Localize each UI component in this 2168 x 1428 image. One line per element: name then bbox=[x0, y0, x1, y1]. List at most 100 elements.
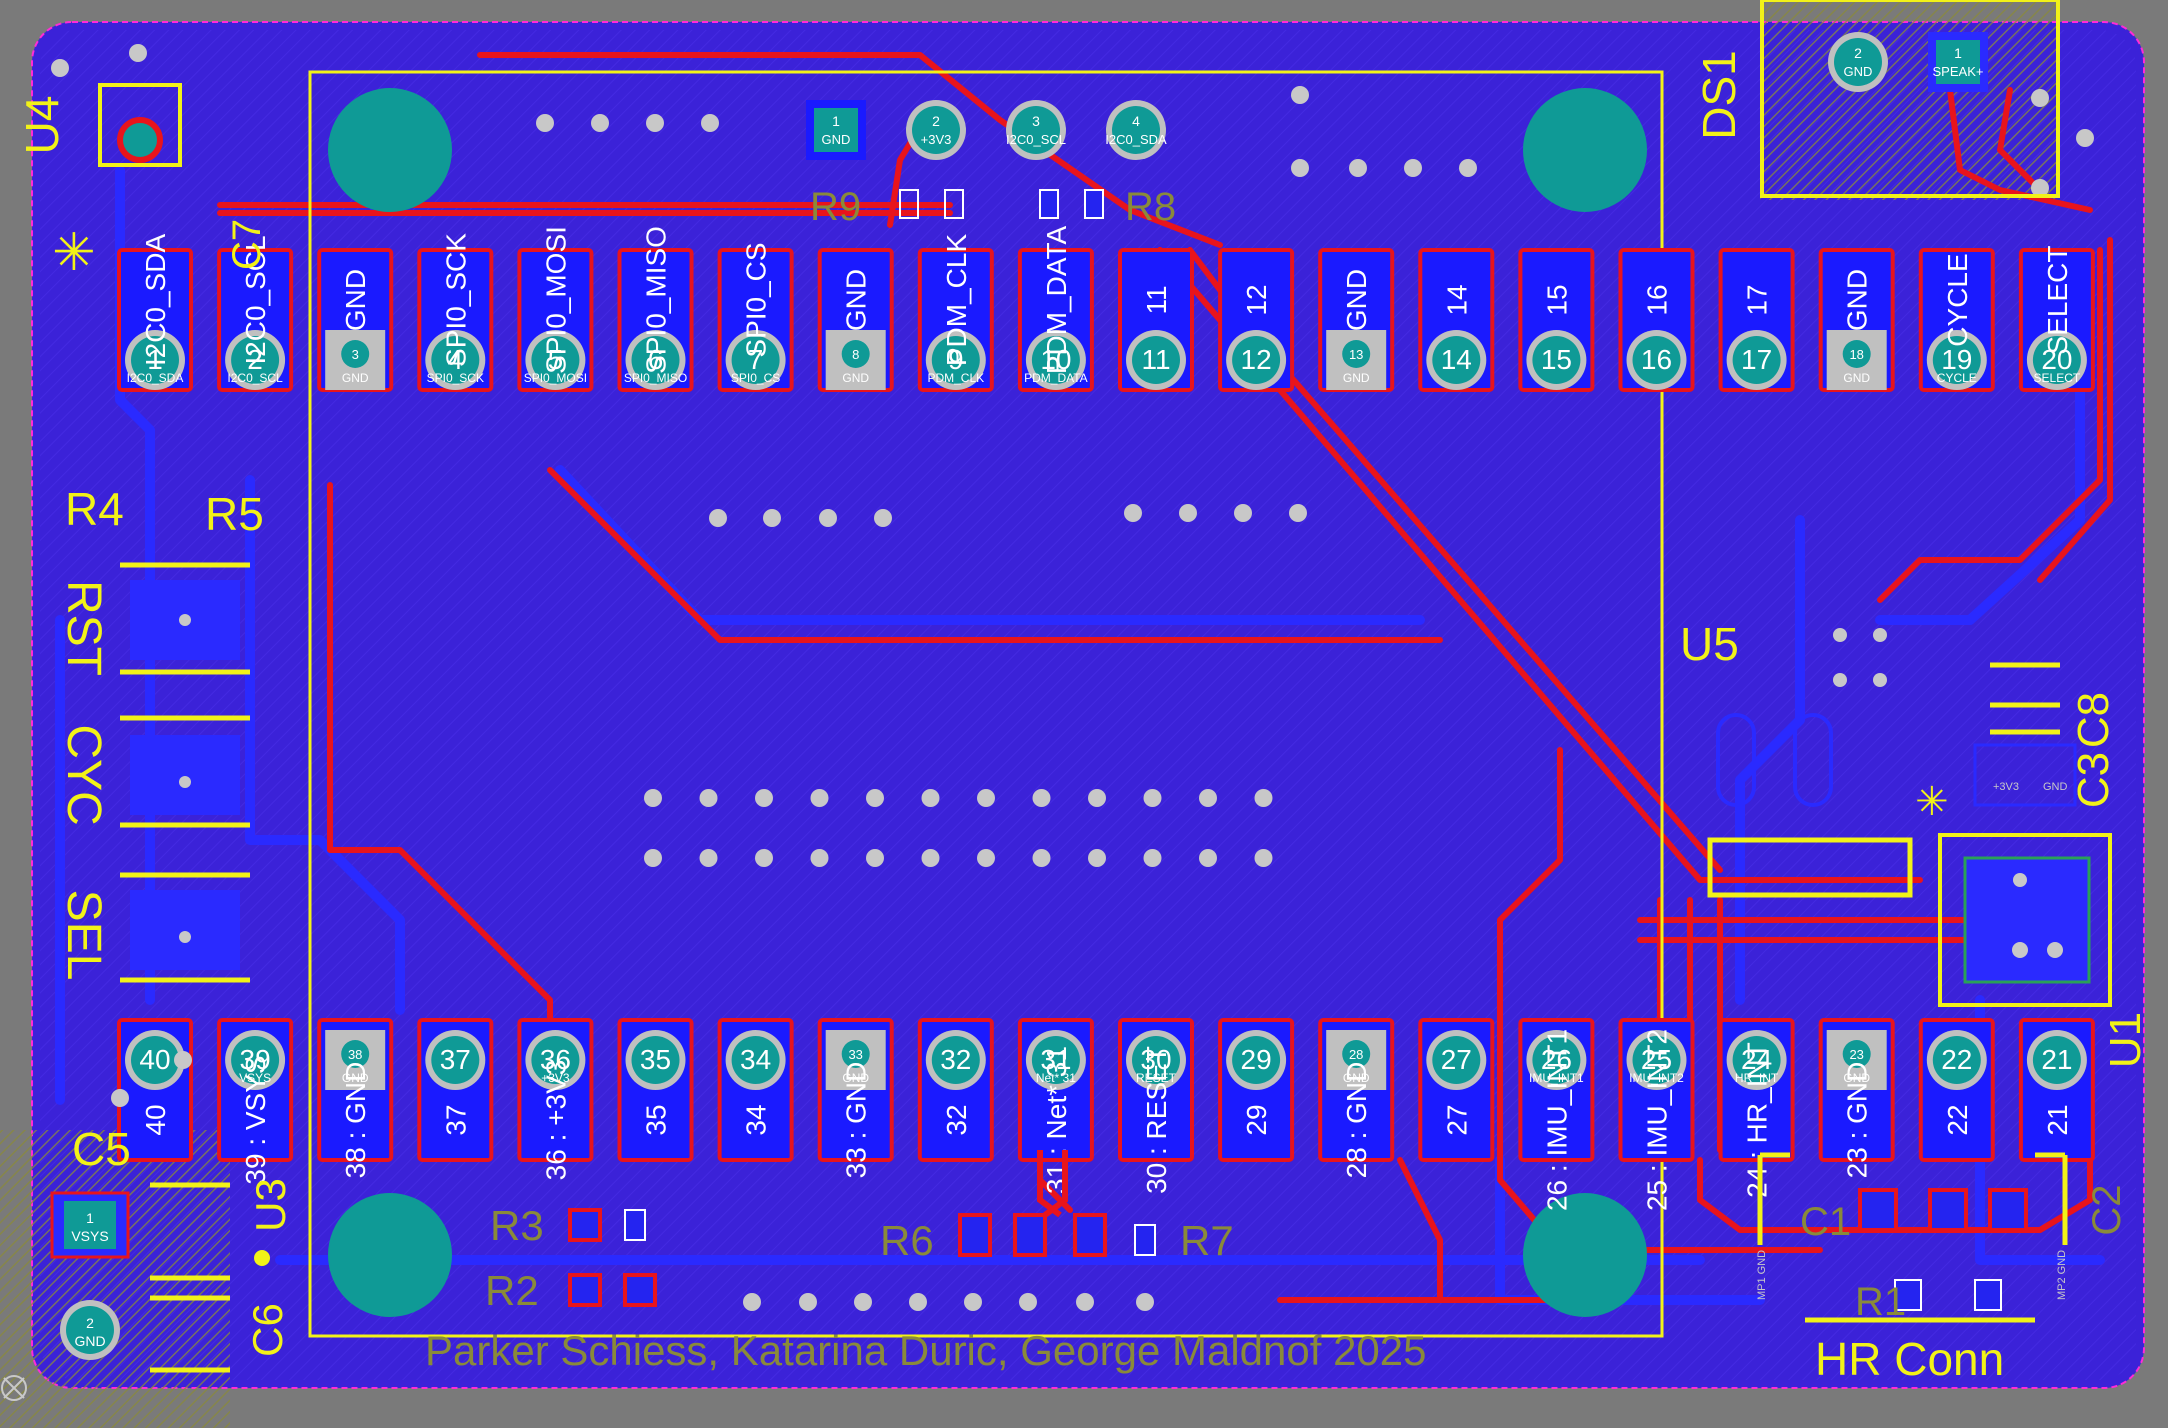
pin-net-label: HR_INT bbox=[1735, 1071, 1779, 1085]
designator-r9[interactable]: R9 bbox=[810, 185, 861, 229]
pin-side-label: I2C0_SCL bbox=[240, 235, 271, 364]
designator-c8[interactable]: C8 bbox=[2069, 692, 2118, 748]
designator-r7[interactable]: R7 bbox=[1180, 1217, 1234, 1264]
designator-c2[interactable]: C2 bbox=[2085, 1184, 2129, 1235]
designator-r4[interactable]: R4 bbox=[65, 483, 124, 535]
pin-net-label: RESET bbox=[1136, 1071, 1177, 1085]
hr-conn-label[interactable]: HR Conn bbox=[1815, 1333, 2004, 1385]
pin-side-label: 37 bbox=[440, 1104, 471, 1135]
designator-u1[interactable]: U1 bbox=[2101, 1012, 2150, 1068]
pin-number: 29 bbox=[1241, 1044, 1272, 1075]
designator-c1[interactable]: C1 bbox=[1800, 1200, 1851, 1244]
mounting-hole bbox=[328, 88, 452, 212]
designator-r8[interactable]: R8 bbox=[1125, 185, 1176, 229]
pin-side-label: GND bbox=[1341, 269, 1372, 331]
designator-c7[interactable]: C7 bbox=[225, 219, 269, 270]
designator-u3[interactable]: U3 bbox=[247, 1178, 294, 1232]
star-marker-icon: ✳ bbox=[1915, 779, 1949, 825]
designator-r3[interactable]: R3 bbox=[490, 1202, 544, 1249]
pad-net-label: GND bbox=[74, 1333, 105, 1349]
designator-c5[interactable]: C5 bbox=[72, 1123, 131, 1175]
button-cyc-footprint[interactable] bbox=[120, 715, 250, 828]
pin-side-label: 40 bbox=[140, 1104, 171, 1135]
designator-u5[interactable]: U5 bbox=[1680, 618, 1739, 670]
designator-ds1[interactable]: DS1 bbox=[1693, 50, 1745, 139]
button-rst-footprint[interactable] bbox=[120, 562, 250, 675]
pin-side-label: 30 : RESET bbox=[1141, 1046, 1172, 1194]
pin-side-label: PDM_CLK bbox=[941, 234, 972, 367]
button-label-cyc: CYC bbox=[57, 724, 110, 825]
designator-r6[interactable]: R6 bbox=[880, 1217, 934, 1264]
pad-number: 1 bbox=[86, 1210, 94, 1226]
designator-c6[interactable]: C6 bbox=[244, 1303, 291, 1357]
designator-r1[interactable]: R1 bbox=[1855, 1280, 1906, 1324]
pin-number: 22 bbox=[1941, 1044, 1972, 1075]
u1-footprint bbox=[1938, 833, 2112, 1007]
pin-side-label: GND bbox=[340, 269, 371, 331]
designator-c3[interactable]: C3 bbox=[2069, 752, 2118, 808]
j-top-pad-2[interactable]: 2+3V3 bbox=[906, 100, 966, 160]
pin-number: 30 bbox=[1140, 1044, 1171, 1075]
designator-u4[interactable]: U4 bbox=[16, 96, 68, 155]
designator-r5[interactable]: R5 bbox=[205, 488, 264, 540]
pin-net-label: SELECT bbox=[2034, 371, 2081, 385]
via bbox=[874, 509, 892, 527]
pin-side-label: 26 : IMU_INT1 bbox=[1541, 1029, 1572, 1211]
mounting-hole bbox=[1523, 88, 1647, 212]
via bbox=[921, 789, 940, 807]
button-sel-footprint[interactable] bbox=[120, 872, 250, 983]
pin-number: 24 bbox=[1741, 1044, 1772, 1075]
via bbox=[2031, 179, 2049, 197]
pin-side-label: SELECT bbox=[2042, 246, 2073, 355]
designator-r2[interactable]: R2 bbox=[485, 1267, 539, 1314]
